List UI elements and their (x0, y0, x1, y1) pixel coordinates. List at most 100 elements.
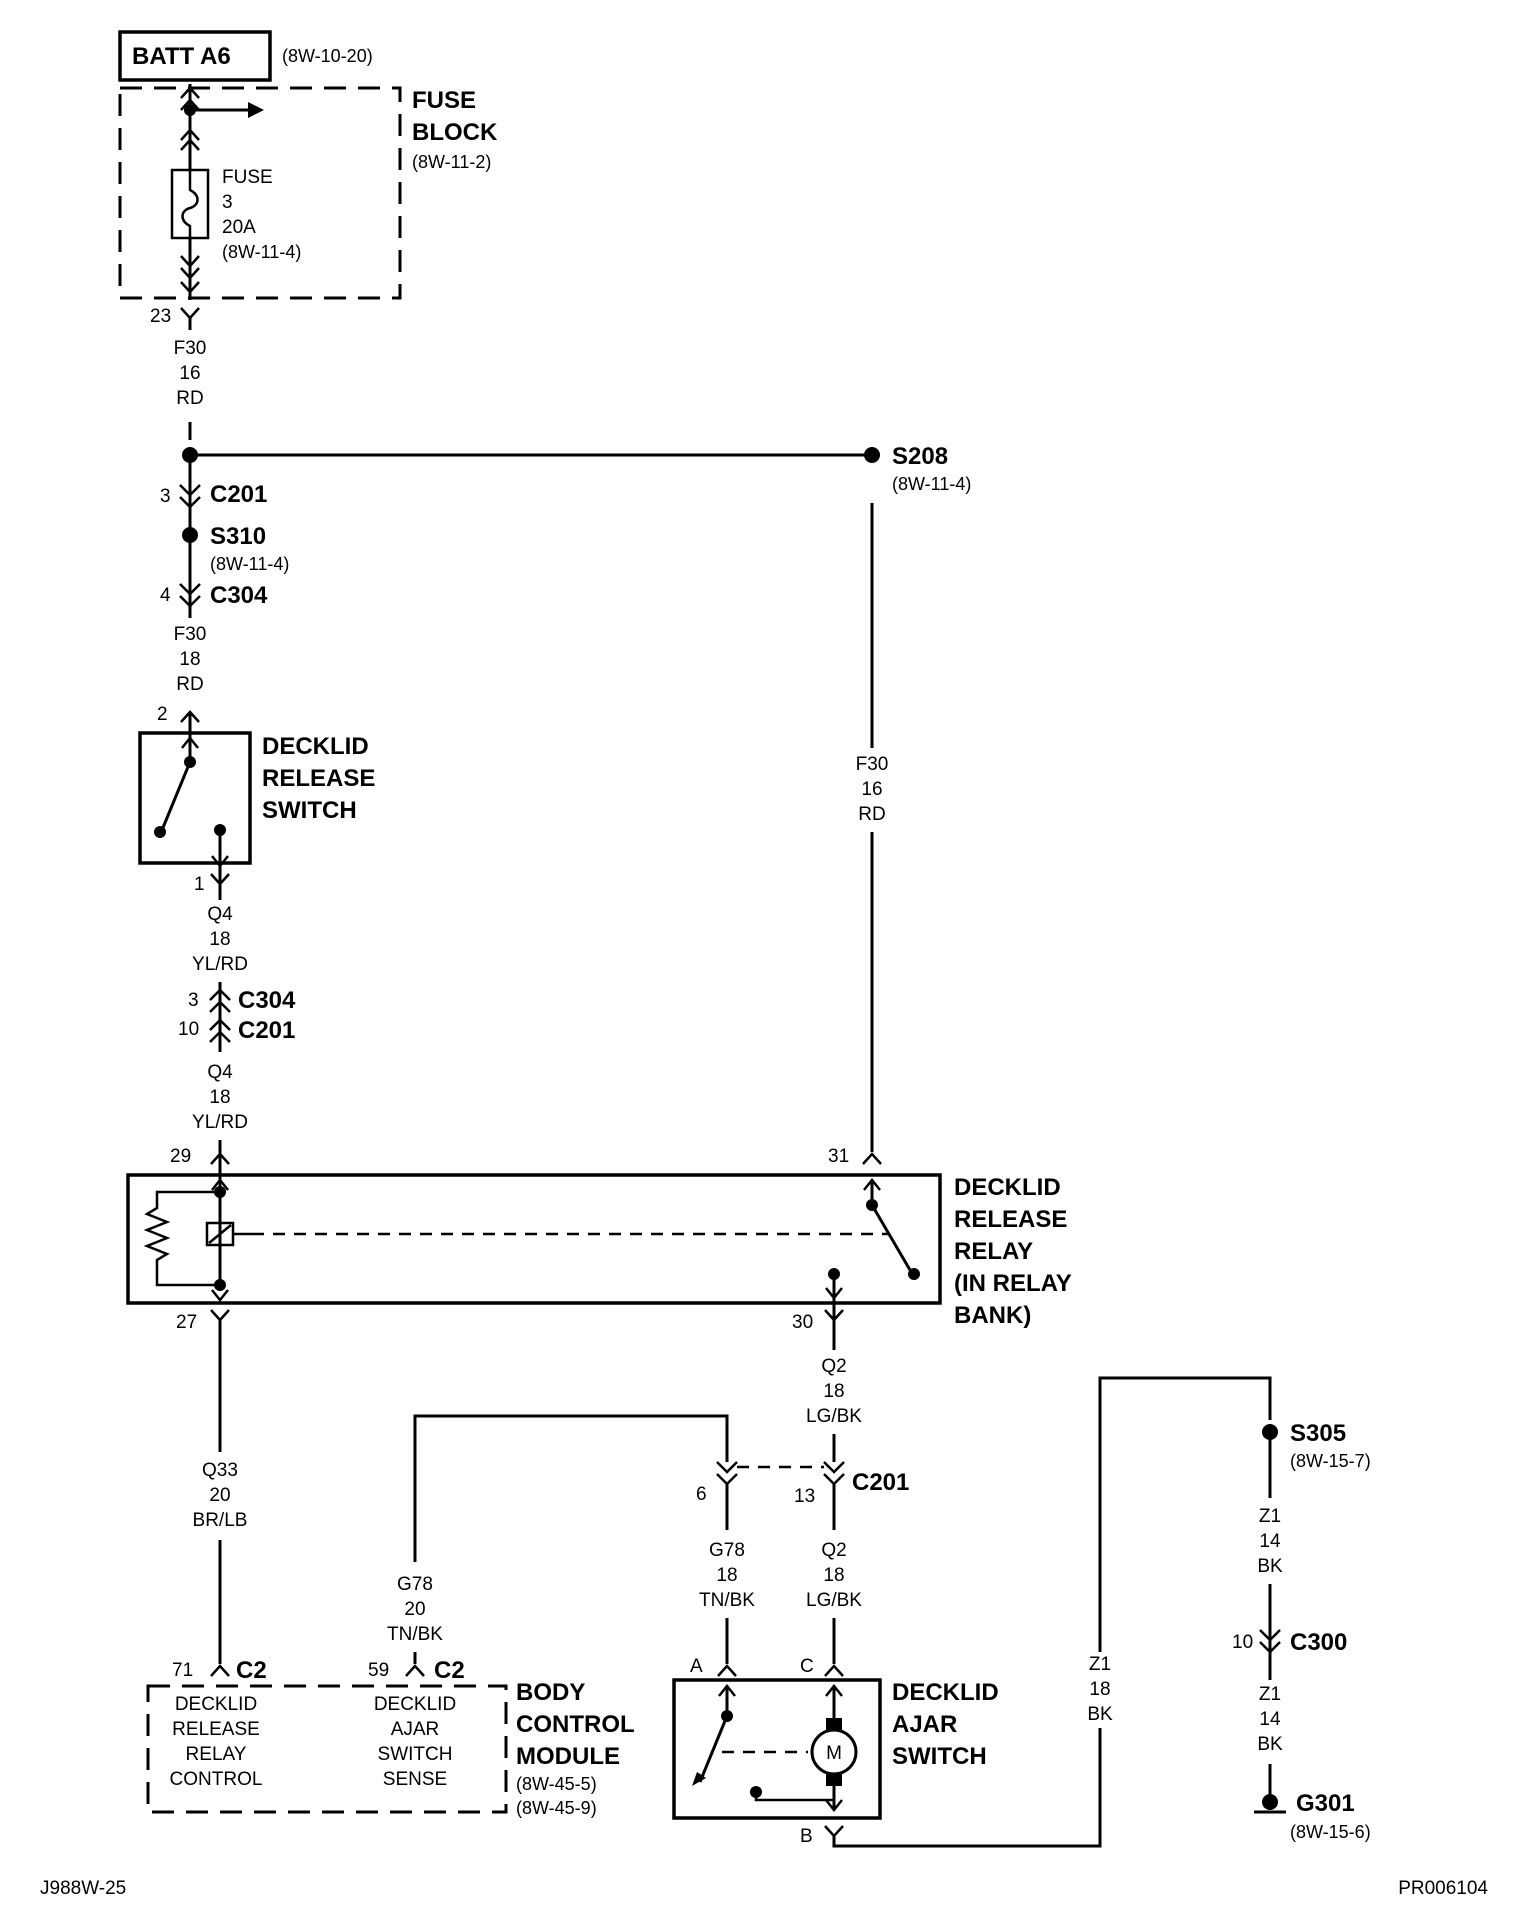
pin-3-c201: 3 (160, 486, 171, 507)
wire-q2-a-1: Q2 (821, 1356, 846, 1377)
wire-g78-b-1: G78 (709, 1540, 745, 1561)
wire-q33-1: Q33 (202, 1460, 238, 1481)
ajar-arrow-b (825, 1799, 843, 1813)
bcm-title-2: CONTROL (516, 1711, 635, 1738)
pin-31: 31 (828, 1146, 849, 1167)
wire-f30-top-2: 16 (179, 363, 200, 384)
switch-arrow-in (181, 735, 199, 749)
ajar-title-2: AJAR (892, 1711, 957, 1738)
connector-c201-a-1 (179, 484, 201, 497)
wire-q4-a-3: YL/RD (192, 954, 248, 975)
arrow-up-batt-2 (180, 98, 200, 111)
connector-pin-59 (405, 1664, 425, 1677)
pin-6: 6 (696, 1484, 707, 1505)
fuse-label-3: 20A (222, 217, 256, 238)
connector-pin-c (824, 1664, 844, 1677)
relay-box (126, 1173, 942, 1305)
arrow-branch-right (248, 102, 264, 118)
bcm-func1-1: DECKLID (175, 1694, 257, 1715)
batt-box (118, 30, 272, 82)
footer-left-code: J988W-25 (40, 1878, 126, 1899)
relay-title-4: (IN RELAY (954, 1270, 1072, 1297)
c304-a-label: C304 (210, 582, 268, 609)
wire-f30-mid-3: RD (176, 674, 203, 695)
wire-z1-c-1: Z1 (1259, 1684, 1281, 1705)
switch-blade (160, 761, 192, 831)
wire-g78-b-3: TN/BK (699, 1590, 755, 1611)
motor-terminal-bottom (826, 1774, 842, 1786)
fuse-block-title-1: FUSE (412, 87, 476, 114)
ajar-switch-box (672, 1678, 882, 1820)
connector-c300-1 (1259, 1629, 1281, 1642)
relay-coil-arrow-in (211, 1177, 229, 1191)
wire-q4-b-3: YL/RD (192, 1112, 248, 1133)
s305-label: S305 (1290, 1420, 1346, 1447)
bcm-ref-2: (8W-45-9) (516, 1798, 597, 1818)
pin-29: 29 (170, 1146, 191, 1167)
wire-q2-b-3: LG/BK (806, 1590, 862, 1611)
connector-c201-b-1 (209, 1018, 231, 1031)
bcm-func1-2: RELEASE (172, 1719, 260, 1740)
wire-f30-top-1: F30 (174, 338, 207, 359)
wire-f30-right-2: 16 (861, 779, 882, 800)
pin-10-c201: 10 (178, 1019, 199, 1040)
chevron-fuse-top-1 (180, 128, 200, 141)
bcm-func1-4: CONTROL (170, 1769, 263, 1790)
arrow-up-batt (180, 86, 200, 99)
wire-f30-mid-2: 18 (179, 649, 200, 670)
connector-pin-b (824, 1825, 844, 1838)
wire-z1-b-2: 14 (1259, 1531, 1281, 1552)
wire-z1-b-3: BK (1257, 1556, 1283, 1577)
wire-z1-loop (832, 1376, 1272, 1848)
wire-z1-c-3: BK (1257, 1734, 1283, 1755)
c201-c-label: C201 (852, 1469, 909, 1496)
connector-c201-13-1 (823, 1461, 845, 1474)
fuse-block-outline (118, 86, 402, 300)
pin-2: 2 (157, 704, 168, 725)
relay-resistor (143, 1190, 220, 1287)
relay-contact-arrow-out (825, 1287, 843, 1301)
bcm-func1-3: RELAY (186, 1744, 247, 1765)
wire-g78-loop (413, 1414, 729, 1562)
relay-contact-nc (908, 1268, 920, 1280)
relay-title-1: DECKLID (954, 1174, 1061, 1201)
bcm-func2-3: SWITCH (378, 1744, 453, 1765)
connector-pin-a (717, 1664, 737, 1677)
connector-c304-a-1 (179, 583, 201, 596)
connector-c300-2 (1259, 1641, 1281, 1654)
s310-label: S310 (210, 523, 266, 550)
chevron-fuse-bot-2 (180, 267, 200, 280)
wire-q4-a-2: 18 (209, 929, 230, 950)
wire-g78-b-2: 18 (716, 1565, 737, 1586)
wire-q4-b-1: Q4 (207, 1062, 233, 1083)
wire-q2-a-3: LG/BK (806, 1406, 862, 1427)
bcm-title-1: BODY (516, 1679, 585, 1706)
ajar-switch-blade (698, 1715, 729, 1783)
fuse-block-ref: (8W-11-2) (412, 152, 491, 172)
pin-10-c300: 10 (1232, 1632, 1253, 1653)
wire-q33-2: 20 (209, 1485, 230, 1506)
pin-27: 27 (176, 1312, 197, 1333)
fuse-label-1: FUSE (222, 167, 273, 188)
connector-pin-27 (210, 1309, 230, 1322)
wire-q33-3: BR/LB (193, 1510, 248, 1531)
bcm-outline (146, 1684, 508, 1814)
pin-4-c304: 4 (160, 585, 171, 606)
release-switch-title-3: SWITCH (262, 797, 357, 824)
ground-dot (1262, 1794, 1278, 1810)
connector-pin-71 (210, 1664, 230, 1677)
relay-coil-arrow-out (211, 1289, 229, 1303)
pin-71: 71 (172, 1660, 193, 1681)
pin-23: 23 (150, 306, 171, 327)
wire-f30-right-3: RD (858, 804, 885, 825)
connector-c201-13-2 (823, 1473, 845, 1486)
c304-b-label: C304 (238, 987, 296, 1014)
wire-z1-a-2b: 18 (1089, 1679, 1110, 1700)
pin-c: C (800, 1656, 814, 1677)
g301-ref: (8W-15-6) (1290, 1822, 1371, 1842)
chevron-fuse-top-2 (180, 138, 200, 151)
fuse-label-2: 3 (222, 192, 233, 213)
bcm-func2-1: DECKLID (374, 1694, 456, 1715)
bcm-ref-1: (8W-45-5) (516, 1774, 597, 1794)
chevron-fuse-bot-1 (180, 255, 200, 268)
